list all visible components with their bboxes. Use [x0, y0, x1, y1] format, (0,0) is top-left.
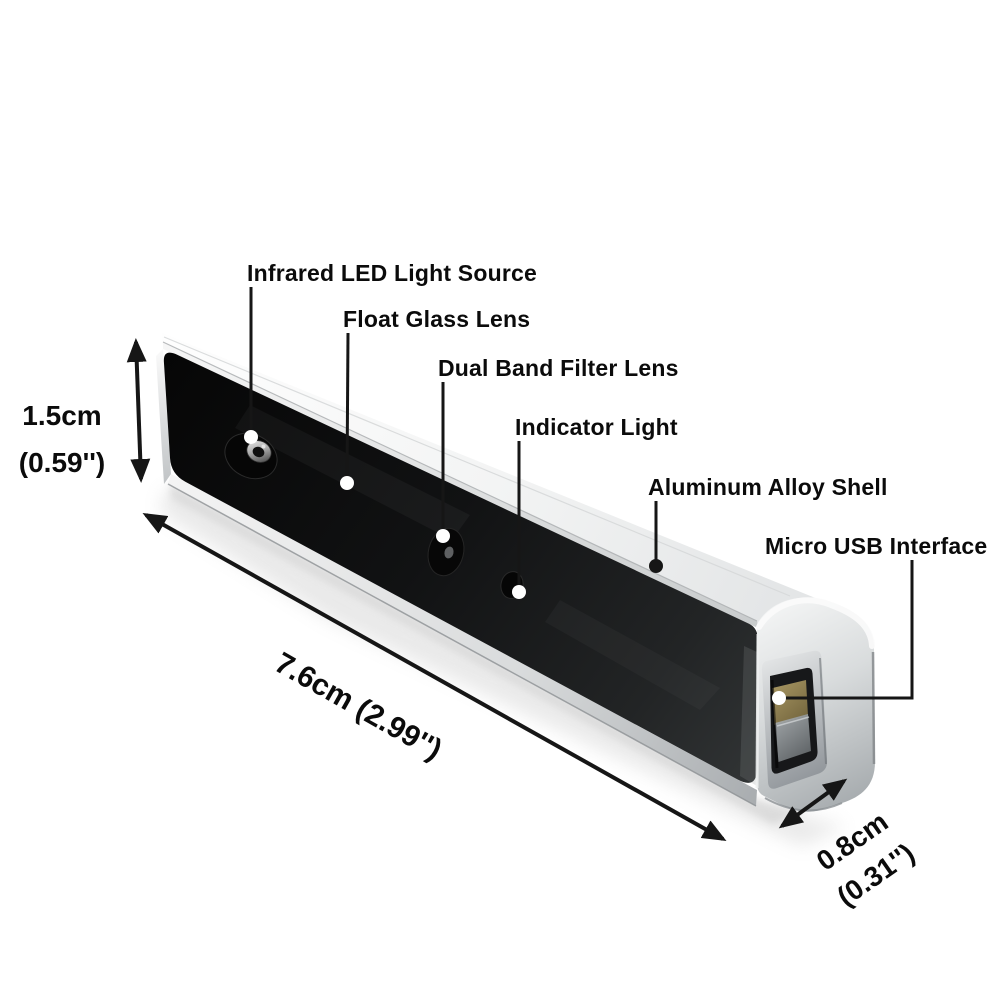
panel-right-reflection — [740, 646, 757, 786]
leader-float-glass — [345, 332, 350, 484]
leader-dot-micro-usb — [772, 691, 786, 705]
leader-dot-infrared-led — [244, 430, 258, 444]
end-cap — [755, 597, 876, 812]
length-dimension-arrow — [142, 513, 727, 841]
leader-dot-dual-band — [436, 529, 450, 543]
leader-dot-aluminum-shell — [649, 559, 663, 573]
callout-aluminum-shell-label: Aluminum Alloy Shell — [648, 474, 888, 500]
callout-float-glass-label: Float Glass Lens — [343, 306, 531, 332]
callout-indicator-light-label: Indicator Light — [515, 414, 678, 440]
height-dimension-label: 1.5cm (0.59'') — [0, 392, 124, 486]
height-metric-text: 1.5cm — [22, 400, 102, 431]
panel-sheen — [235, 405, 470, 540]
ir-led-lens — [224, 432, 278, 480]
callout-infrared-led-label: Infrared LED Light Source — [247, 260, 537, 286]
leader-dot-indicator — [512, 585, 526, 599]
depth-dimension-arrow — [778, 778, 848, 829]
height-imperial-text: (0.59'') — [18, 447, 106, 478]
usb-connector — [775, 714, 811, 762]
callout-micro-usb-label: Micro USB Interface — [765, 533, 988, 559]
height-dimension-arrow — [126, 338, 151, 483]
left-edge — [156, 349, 171, 484]
leader-dot-float-glass — [340, 476, 354, 490]
callout-dual-band-label: Dual Band Filter Lens — [438, 355, 679, 381]
usb-pins — [772, 680, 808, 725]
leader-micro-usb — [779, 560, 914, 700]
dimension-arrows — [126, 338, 848, 841]
